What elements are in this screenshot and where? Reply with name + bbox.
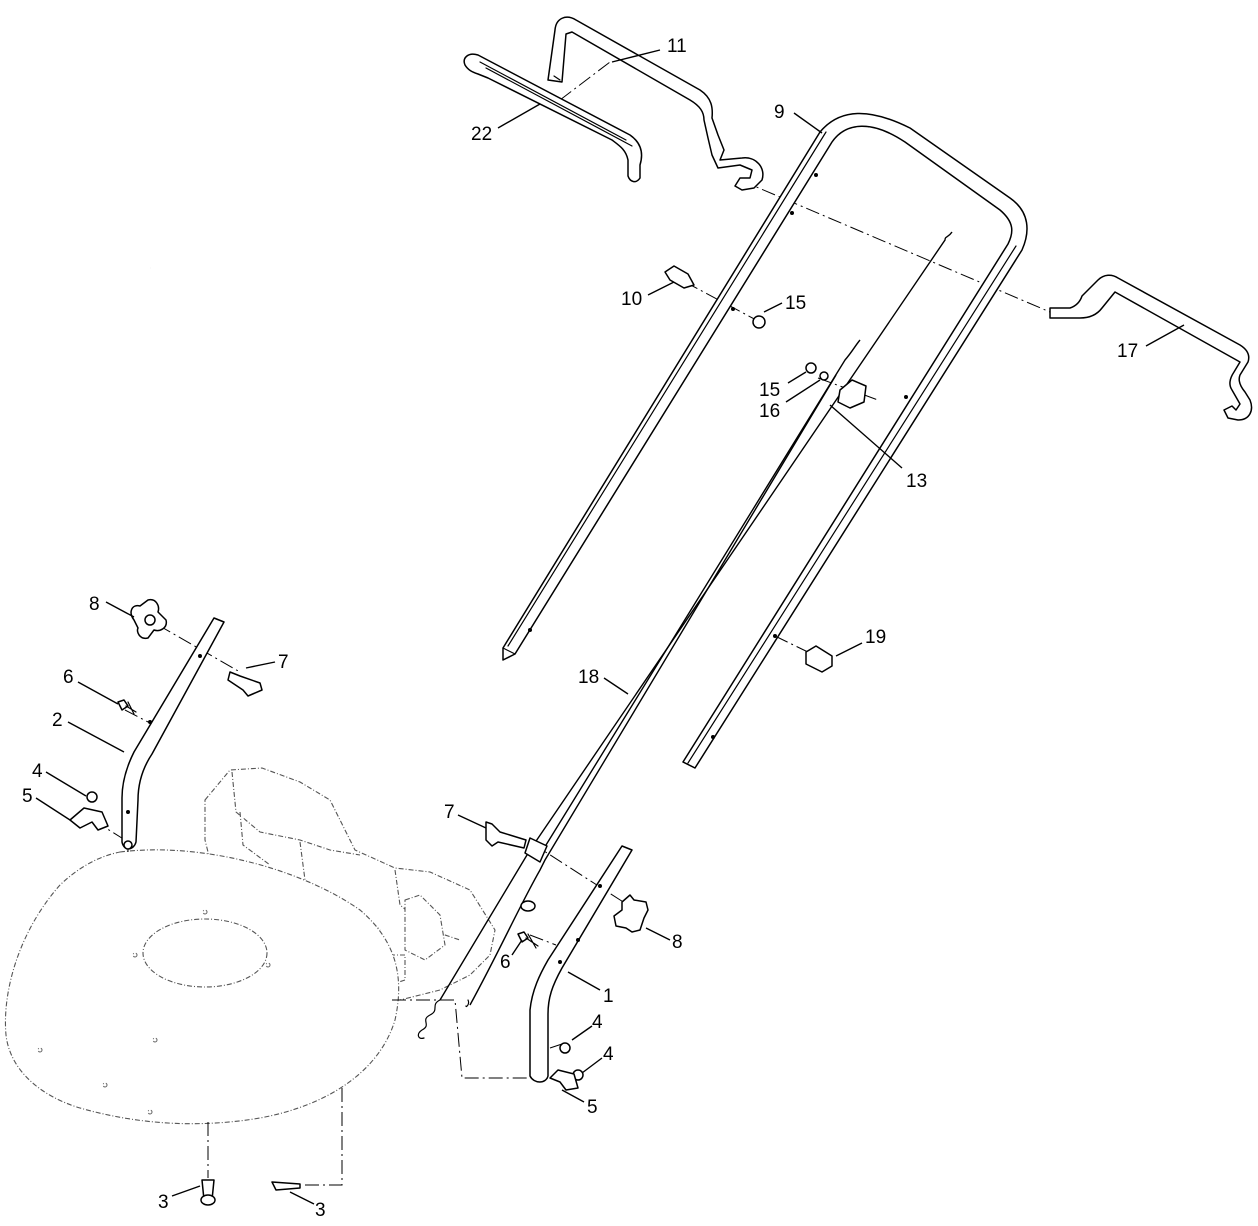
callout-6: 6 [63, 667, 74, 688]
callout-5: 5 [22, 786, 33, 807]
callout-4: 4 [603, 1044, 614, 1065]
callout-16: 16 [759, 401, 780, 422]
control-cable [417, 231, 953, 1039]
bail [547, 16, 764, 191]
callout-19: 19 [865, 627, 886, 648]
callout-18: 18 [578, 667, 599, 688]
callout-5: 5 [587, 1097, 598, 1118]
callout-7: 7 [444, 802, 455, 823]
callout-17: 17 [1117, 341, 1138, 362]
callout-6: 6 [500, 952, 511, 973]
callout-9: 9 [774, 102, 785, 123]
callout-labels: 1 2 3 3 4 4 4 5 5 6 6 7 7 8 8 9 10 11 13… [22, 36, 1138, 1221]
upper-handle [502, 112, 1028, 769]
callout-4: 4 [32, 761, 43, 782]
callout-3: 3 [315, 1200, 326, 1221]
callout-4: 4 [592, 1012, 603, 1033]
callout-8: 8 [672, 932, 683, 953]
lower-bail [1049, 274, 1253, 421]
callout-8: 8 [89, 594, 100, 615]
callout-15: 15 [759, 380, 780, 401]
hardware [69, 265, 833, 1206]
left-lower-handle [121, 617, 225, 850]
callout-22: 22 [471, 124, 492, 145]
right-lower-handle [529, 845, 633, 1083]
callout-7: 7 [278, 652, 289, 673]
callout-3: 3 [158, 1192, 169, 1213]
callout-13: 13 [906, 471, 927, 492]
callout-11: 11 [667, 36, 687, 57]
leader-lines [35, 49, 1185, 1205]
callout-2: 2 [52, 710, 63, 731]
callout-15: 15 [785, 293, 806, 314]
callout-1: 1 [603, 986, 614, 1007]
bail-cover [463, 53, 643, 183]
callout-10: 10 [621, 289, 642, 310]
mower-deck-outline [4, 767, 496, 1125]
